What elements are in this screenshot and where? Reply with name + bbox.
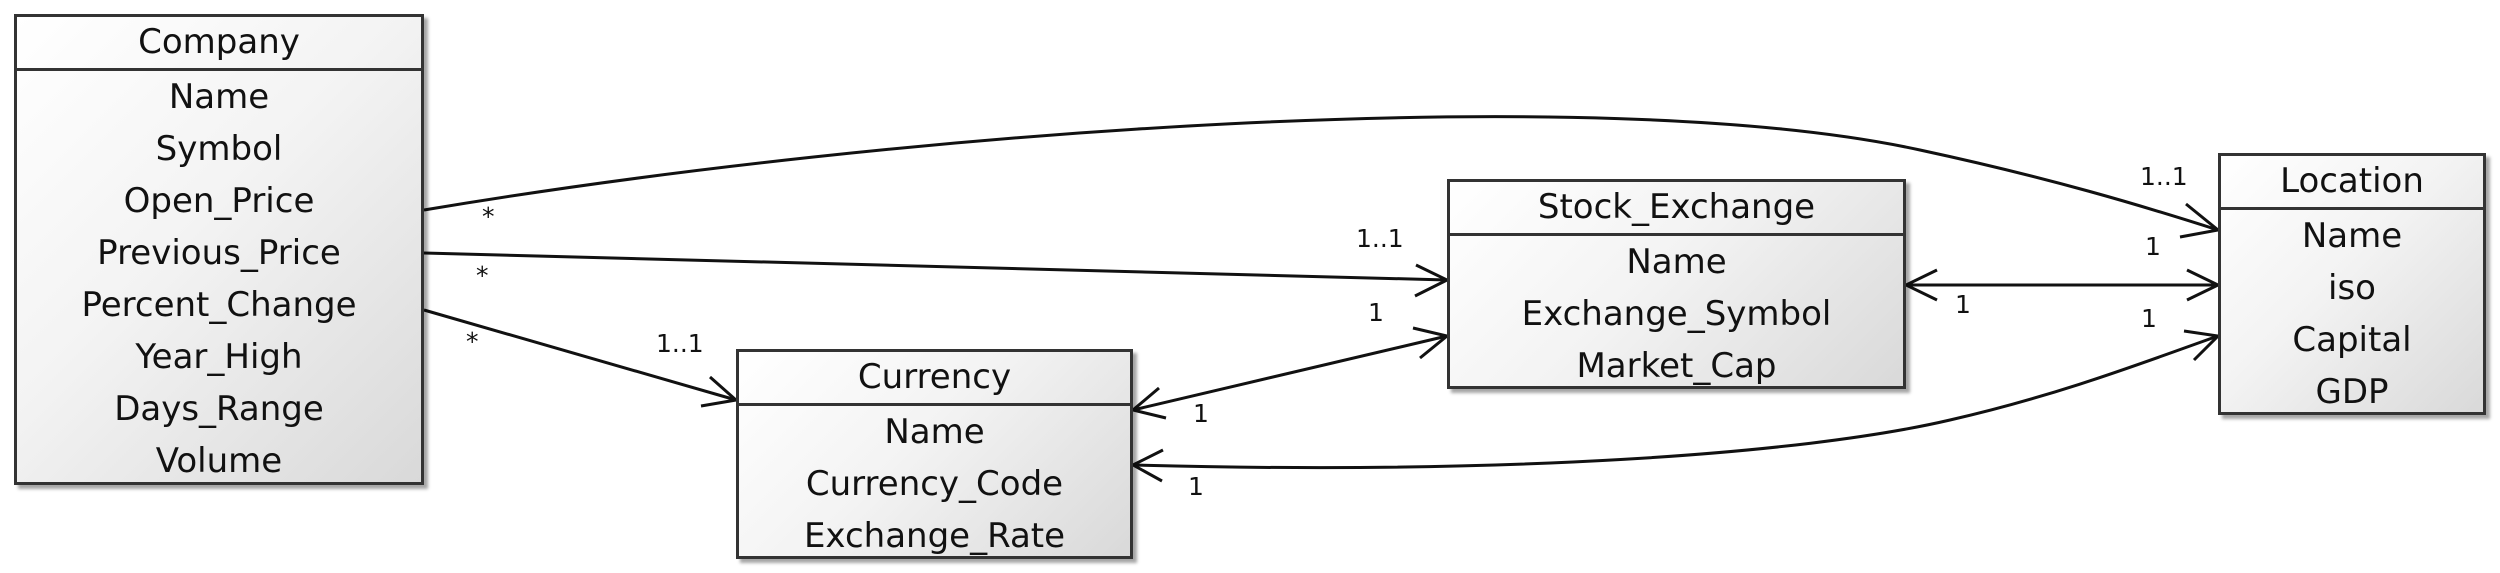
currency-exchange-target-multiplicity: 1 bbox=[1368, 298, 1384, 327]
currency-attr-name: Name bbox=[884, 412, 985, 452]
location-attr-gdp: GDP bbox=[2315, 372, 2389, 412]
company-attr-previous-price: Previous_Price bbox=[97, 233, 341, 273]
company-location-source-multiplicity: * bbox=[482, 202, 495, 231]
company-attr-days-range: Days_Range bbox=[114, 389, 324, 429]
currency-entity[interactable]: Currency Name Currency_Code Exchange_Rat… bbox=[736, 349, 1133, 559]
company-currency-link bbox=[423, 308, 737, 402]
company-currency-source-multiplicity: * bbox=[466, 327, 479, 356]
location-entity[interactable]: Location Name iso Capital GDP bbox=[2218, 153, 2486, 415]
exchange-location-source-multiplicity: 1 bbox=[1955, 290, 1971, 319]
company-exchange-link bbox=[423, 251, 1448, 282]
company-exchange-source-multiplicity: * bbox=[476, 261, 489, 290]
currency-location-target-multiplicity: 1 bbox=[2141, 304, 2157, 333]
exchange-location-arrowhead-left bbox=[1902, 268, 1938, 302]
company-attr-percent-change: Percent_Change bbox=[81, 285, 357, 325]
company-currency-target-multiplicity: 1..1 bbox=[656, 329, 704, 358]
stock-exchange-entity-title: Stock_Exchange bbox=[1450, 182, 1903, 236]
company-entity-title: Company bbox=[17, 17, 421, 71]
location-attr-capital: Capital bbox=[2292, 320, 2412, 360]
location-attr-iso: iso bbox=[2328, 268, 2376, 308]
company-entity[interactable]: Company Name Symbol Open_Price Previous_… bbox=[14, 14, 424, 485]
company-attr-symbol: Symbol bbox=[155, 129, 283, 169]
location-attr-name: Name bbox=[2301, 216, 2403, 256]
currency-exchange-link bbox=[1132, 334, 1448, 412]
stock-exchange-attr-market-cap: Market_Cap bbox=[1576, 346, 1777, 386]
currency-location-link bbox=[1132, 334, 2219, 470]
location-entity-title: Location bbox=[2221, 156, 2483, 210]
currency-entity-title: Currency bbox=[739, 352, 1130, 406]
exchange-location-target-multiplicity: 1 bbox=[2145, 232, 2161, 261]
company-attr-open-price: Open_Price bbox=[123, 181, 315, 221]
currency-attr-currency-code: Currency_Code bbox=[805, 464, 1064, 504]
company-location-link bbox=[423, 115, 2219, 232]
company-location-target-multiplicity: 1..1 bbox=[2140, 162, 2188, 191]
currency-location-arrowhead-left bbox=[1129, 448, 1164, 483]
company-exchange-target-multiplicity: 1..1 bbox=[1356, 224, 1404, 253]
currency-exchange-arrowhead-left bbox=[1129, 386, 1167, 420]
stock-exchange-attr-name: Name bbox=[1626, 242, 1727, 282]
currency-location-source-multiplicity: 1 bbox=[1188, 472, 1204, 501]
company-attr-volume: Volume bbox=[155, 441, 283, 481]
company-attr-name: Name bbox=[168, 77, 270, 117]
company-attr-year-high: Year_High bbox=[135, 337, 303, 377]
currency-exchange-source-multiplicity: 1 bbox=[1193, 399, 1209, 428]
stock-exchange-entity[interactable]: Stock_Exchange Name Exchange_Symbol Mark… bbox=[1447, 179, 1906, 389]
currency-attr-exchange-rate: Exchange_Rate bbox=[803, 516, 1066, 556]
stock-exchange-attr-exchange-symbol: Exchange_Symbol bbox=[1521, 294, 1832, 334]
